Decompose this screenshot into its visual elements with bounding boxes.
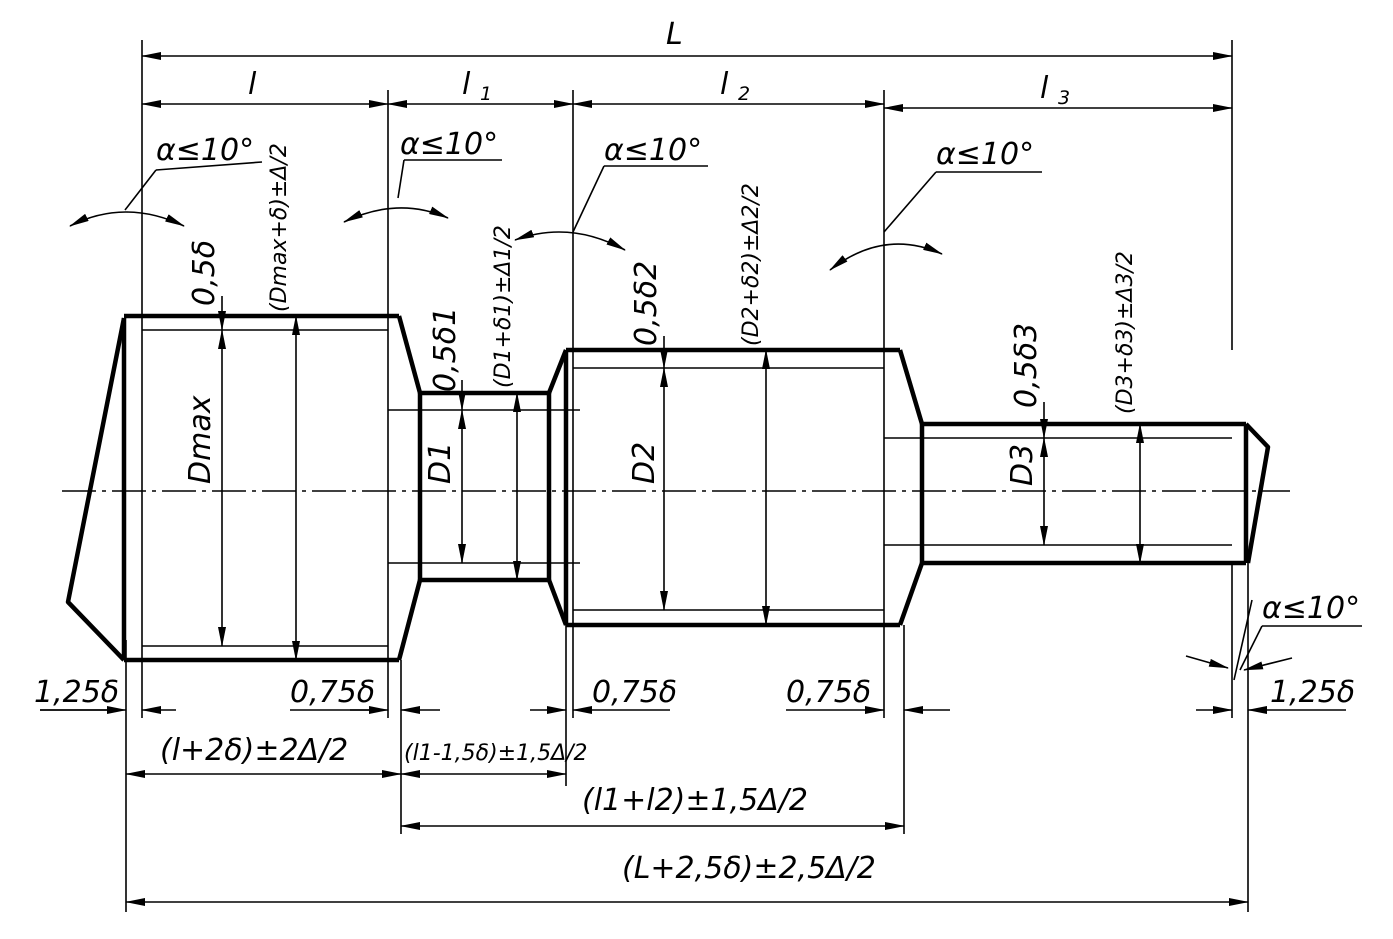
label-l1-sub: 1 [480,83,492,105]
top-dimensions: L l l 1 l 2 l 3 [141,17,1233,112]
right-125-label: 1,25δ [1270,675,1355,710]
mid-075-b-label: 0,75δ [592,675,677,710]
finished-part-outline [142,329,1232,647]
seg2-label: (l1-1,5δ)±1,5Δ/2 [404,741,588,766]
d3-label: D3 [1005,444,1040,486]
d3-tol-label: (D3+δ3)±Δ3/2 [1113,251,1138,414]
d1-half-label: 0,5δ1 [428,307,463,392]
dmax-half-label: 0,5δ [187,240,222,306]
label-l2-sub: 2 [738,83,750,105]
angle-label-1: α≤10° [156,133,254,168]
angle-label-4: α≤10° [936,137,1034,172]
d2-tol-label: (D2+δ2)±Δ2/2 [739,183,764,346]
extension-lines [125,40,1249,912]
bottom-dimensions: 1,25δ 0,75δ 0,75δ 0,75δ 1,25δ (l+2δ)±2Δ/… [34,675,1355,906]
mid-075-c-label: 0,75δ [786,675,871,710]
d2-label: D2 [627,442,662,484]
label-l3-sub: 3 [1058,87,1070,109]
d3-half-label: 0,5δ3 [1009,323,1044,408]
angle-label-3: α≤10° [604,133,702,168]
d2-half-label: 0,5δ2 [629,261,664,346]
dmax-tol-label: (Dmax+δ)±Δ/2 [267,143,292,312]
angle-label-2: α≤10° [400,127,498,162]
label-l: l [248,67,257,102]
shaft-outline [65,313,1271,663]
seg3-label: (l1+l2)±1,5Δ/2 [582,783,808,818]
label-l2: l [720,67,729,102]
mid-075-a-label: 0,75δ [290,675,375,710]
vertical-dimensions: 0,5δ (Dmax+δ)±Δ/2 Dmax 0,5δ1 (D1+δ1)±Δ1/… [183,143,1144,661]
angle-label-5: α≤10° [1262,591,1360,626]
seg1-label: (l+2δ)±2Δ/2 [160,733,348,768]
d1-label: D1 [423,442,458,484]
label-L: L [666,17,683,52]
angle-callouts: α≤10° α≤10° α≤10° α≤10° α≤10° [69,127,1362,681]
label-l3: l [1040,71,1049,106]
d1-tol-label: (D1+δ1)±Δ1/2 [491,225,516,388]
left-125-label: 1,25δ [34,675,119,710]
total-label: (L+2,5δ)±2,5Δ/2 [622,851,876,886]
dmax-label: Dmax [183,395,218,484]
label-l1: l [462,67,471,102]
